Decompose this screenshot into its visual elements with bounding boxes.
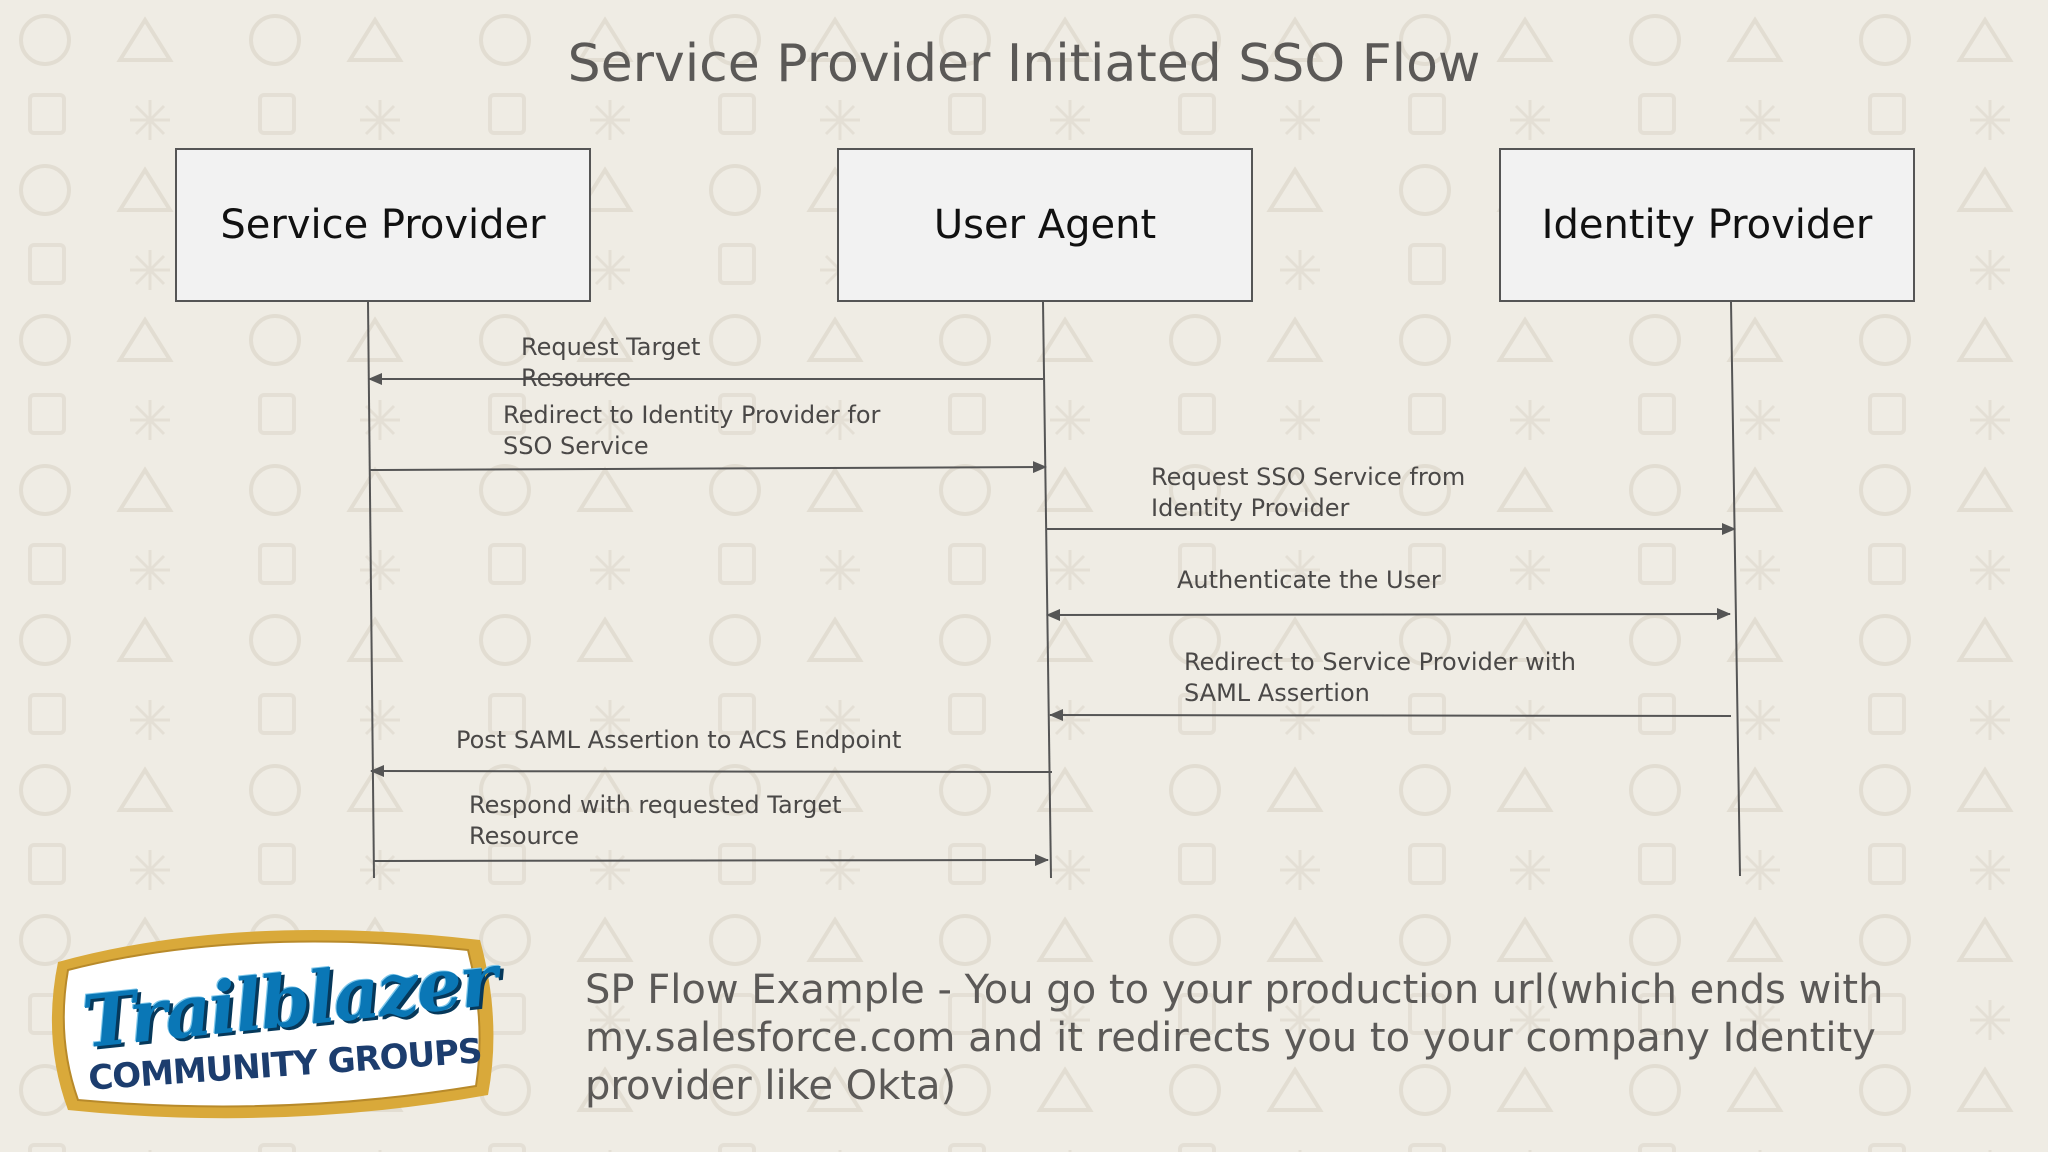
diagram-title: Service Provider Initiated SSO Flow bbox=[567, 34, 1481, 94]
message-label: Request Target Resource bbox=[521, 333, 701, 392]
lifeline-identity-provider bbox=[1730, 301, 1741, 877]
message-label: Redirect to Service Provider with SAML A… bbox=[1184, 648, 1577, 707]
arrow-authenticate-user bbox=[1046, 608, 1731, 621]
lifeline-service-provider bbox=[367, 301, 375, 879]
arrow-redirect-to-sp bbox=[1049, 709, 1732, 722]
message-label: Request SSO Service from Identity Provid… bbox=[1151, 463, 1466, 522]
actor-user-agent: User Agent bbox=[837, 148, 1253, 302]
arrow-respond-target-resource bbox=[373, 854, 1049, 867]
arrow-redirect-to-idp bbox=[368, 461, 1047, 474]
message-label: Redirect to Identity Provider for SSO Se… bbox=[503, 401, 881, 460]
message-label: Respond with requested Target Resource bbox=[469, 791, 842, 850]
message-label: Post SAML Assertion to ACS Endpoint bbox=[456, 726, 902, 754]
actor-service-provider: Service Provider bbox=[175, 148, 591, 302]
trailblazer-logo: Trailblazer COMMUNITY GROUPS bbox=[40, 920, 505, 1125]
actor-identity-provider: Identity Provider bbox=[1499, 148, 1915, 302]
lifeline-user-agent bbox=[1042, 301, 1052, 879]
arrow-post-saml-assertion bbox=[370, 765, 1053, 778]
message-label: Authenticate the User bbox=[1177, 566, 1441, 594]
sp-flow-example-note: SP Flow Example - You go to your product… bbox=[585, 967, 1884, 1109]
